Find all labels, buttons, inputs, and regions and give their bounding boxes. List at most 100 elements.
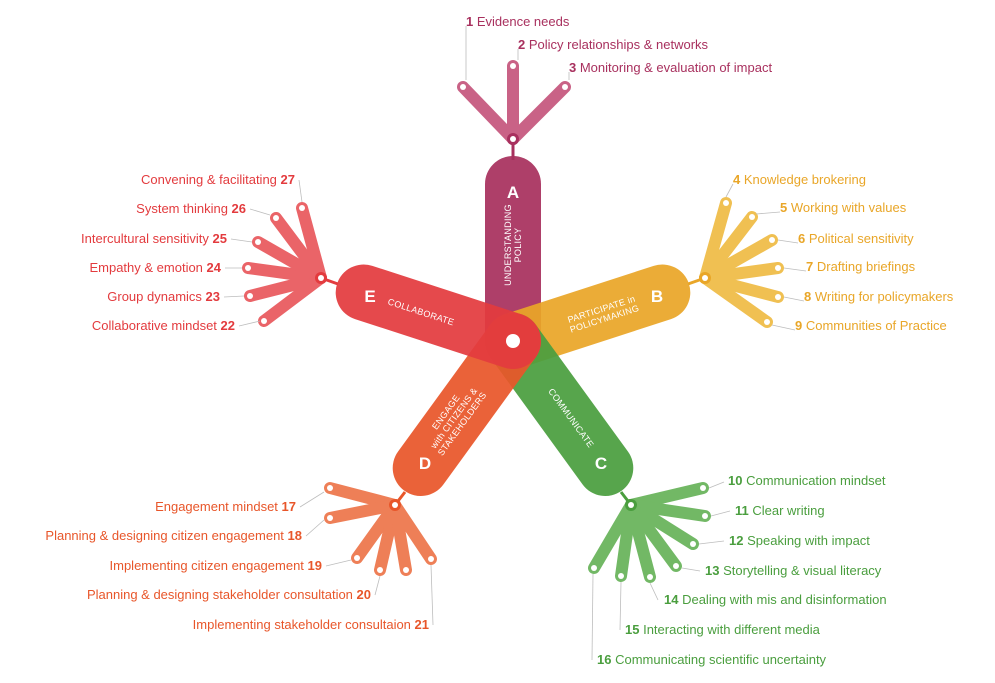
competence-item-4: 4 Knowledge brokering	[733, 172, 866, 187]
item-number: 18	[288, 528, 302, 543]
item-label: Collaborative mindset	[92, 318, 221, 333]
item-number: 14	[664, 592, 679, 607]
item-number: 22	[221, 318, 235, 333]
leader-line-18	[305, 519, 325, 537]
hub-dot-c	[628, 502, 634, 508]
arms-layer	[335, 156, 691, 497]
arm-letter-c: C	[595, 454, 607, 473]
finger-d-2	[324, 499, 401, 524]
leader-line-25	[230, 238, 253, 243]
competence-item-22: Collaborative mindset 22	[92, 318, 235, 333]
finger-b-6	[699, 272, 773, 328]
item-label: Planning & designing stakeholder consult…	[87, 587, 357, 602]
competence-item-12: 12 Speaking with impact	[729, 533, 870, 548]
arm-letter-e: E	[364, 287, 375, 306]
item-label: Implementing stakeholder consultaion	[193, 617, 415, 632]
item-label: Drafting briefings	[813, 259, 915, 274]
item-number: 6	[798, 231, 805, 246]
competence-item-3: 3 Monitoring & evaluation of impact	[569, 60, 772, 75]
finger-e-6	[296, 202, 327, 284]
finger-tip-b-1	[723, 200, 729, 206]
item-number: 9	[795, 318, 802, 333]
item-number: 13	[705, 563, 719, 578]
competence-item-16: 16 Communicating scientific uncertainty	[597, 652, 827, 667]
arm-pill-e	[335, 264, 541, 369]
item-number: 25	[213, 231, 227, 246]
finger-tip-a-2	[510, 63, 516, 69]
competence-item-5: 5 Working with values	[780, 200, 907, 215]
item-number: 11	[735, 503, 749, 518]
hub-dot-a	[510, 136, 516, 142]
finger-tip-d-5	[403, 567, 409, 573]
arm-title-line: UNDERSTANDING	[503, 204, 513, 286]
leader-line-5	[755, 211, 781, 215]
arm-letter-d: D	[419, 454, 431, 473]
competence-item-19: Implementing citizen engagement 19	[110, 558, 322, 573]
finger-tip-e-6	[299, 205, 305, 211]
competence-item-10: 10 Communication mindset	[728, 473, 886, 488]
competence-item-23: Group dynamics 23	[107, 289, 220, 304]
arm-title-a: UNDERSTANDINGPOLICY	[503, 204, 523, 286]
finger-tip-d-3	[354, 555, 360, 561]
item-label: Interacting with different media	[639, 622, 820, 637]
item-number: 7	[806, 259, 813, 274]
arm-e	[335, 264, 541, 369]
item-number: 10	[728, 473, 742, 488]
item-label: Clear writing	[749, 503, 825, 518]
finger-a-1	[457, 81, 519, 145]
finger-tip-e-5	[273, 215, 279, 221]
item-label: Communication mindset	[742, 473, 885, 488]
competence-item-24: Empathy & emotion 24	[89, 260, 221, 275]
leader-line-19	[325, 559, 352, 567]
item-number: 15	[625, 622, 639, 637]
leader-line-9	[771, 324, 796, 331]
hub-dot-d	[392, 502, 398, 508]
item-number: 23	[206, 289, 220, 304]
item-number: 17	[282, 499, 296, 514]
finger-tip-e-2	[247, 293, 253, 299]
hub-dot-e	[318, 275, 324, 281]
arm-letter-b: B	[651, 287, 663, 306]
leader-line-4	[725, 183, 734, 198]
leader-line-10	[708, 481, 725, 489]
leader-line-6	[777, 239, 799, 244]
item-number: 12	[729, 533, 743, 548]
competence-item-2: 2 Policy relationships & networks	[518, 37, 709, 52]
item-number: 27	[281, 172, 295, 187]
leader-line-14	[649, 582, 659, 601]
competence-item-8: 8 Writing for policymakers	[804, 289, 954, 304]
hub-dot-b	[702, 275, 708, 281]
finger-tip-b-3	[769, 237, 775, 243]
leader-line-12	[698, 540, 725, 545]
leader-line-23	[223, 295, 245, 298]
finger-tip-e-1	[261, 318, 267, 324]
item-number: 1	[466, 14, 473, 29]
finger-tip-a-1	[460, 84, 466, 90]
item-label: Speaking with impact	[743, 533, 870, 548]
finger-tip-c-4	[673, 563, 679, 569]
item-label: Intercultural sensitivity	[81, 231, 213, 246]
item-number: 21	[415, 617, 429, 632]
leader-line-11	[710, 510, 731, 517]
leader-line-27	[298, 179, 303, 203]
finger-tip-b-2	[749, 214, 755, 220]
item-label: Empathy & emotion	[89, 260, 206, 275]
leader-line-8	[783, 296, 805, 302]
finger-tip-d-6	[428, 556, 434, 562]
arm-title-line: POLICY	[513, 228, 523, 263]
leader-line-21	[430, 564, 434, 626]
competence-item-26: System thinking 26	[136, 201, 246, 216]
finger-c-7	[588, 499, 637, 574]
finger-tip-c-6	[618, 573, 624, 579]
competence-item-18: Planning & designing citizen engagement …	[45, 528, 302, 543]
arm-letter-a: A	[507, 183, 519, 202]
finger-tip-c-5	[647, 574, 653, 580]
item-label: Engagement mindset	[155, 499, 281, 514]
leader-line-16	[591, 573, 594, 661]
finger-tip-c-1	[700, 485, 706, 491]
competence-item-9: 9 Communities of Practice	[795, 318, 947, 333]
competence-item-7: 7 Drafting briefings	[806, 259, 916, 274]
item-number: 16	[597, 652, 611, 667]
finger-tip-d-1	[327, 485, 333, 491]
item-label: Group dynamics	[107, 289, 205, 304]
